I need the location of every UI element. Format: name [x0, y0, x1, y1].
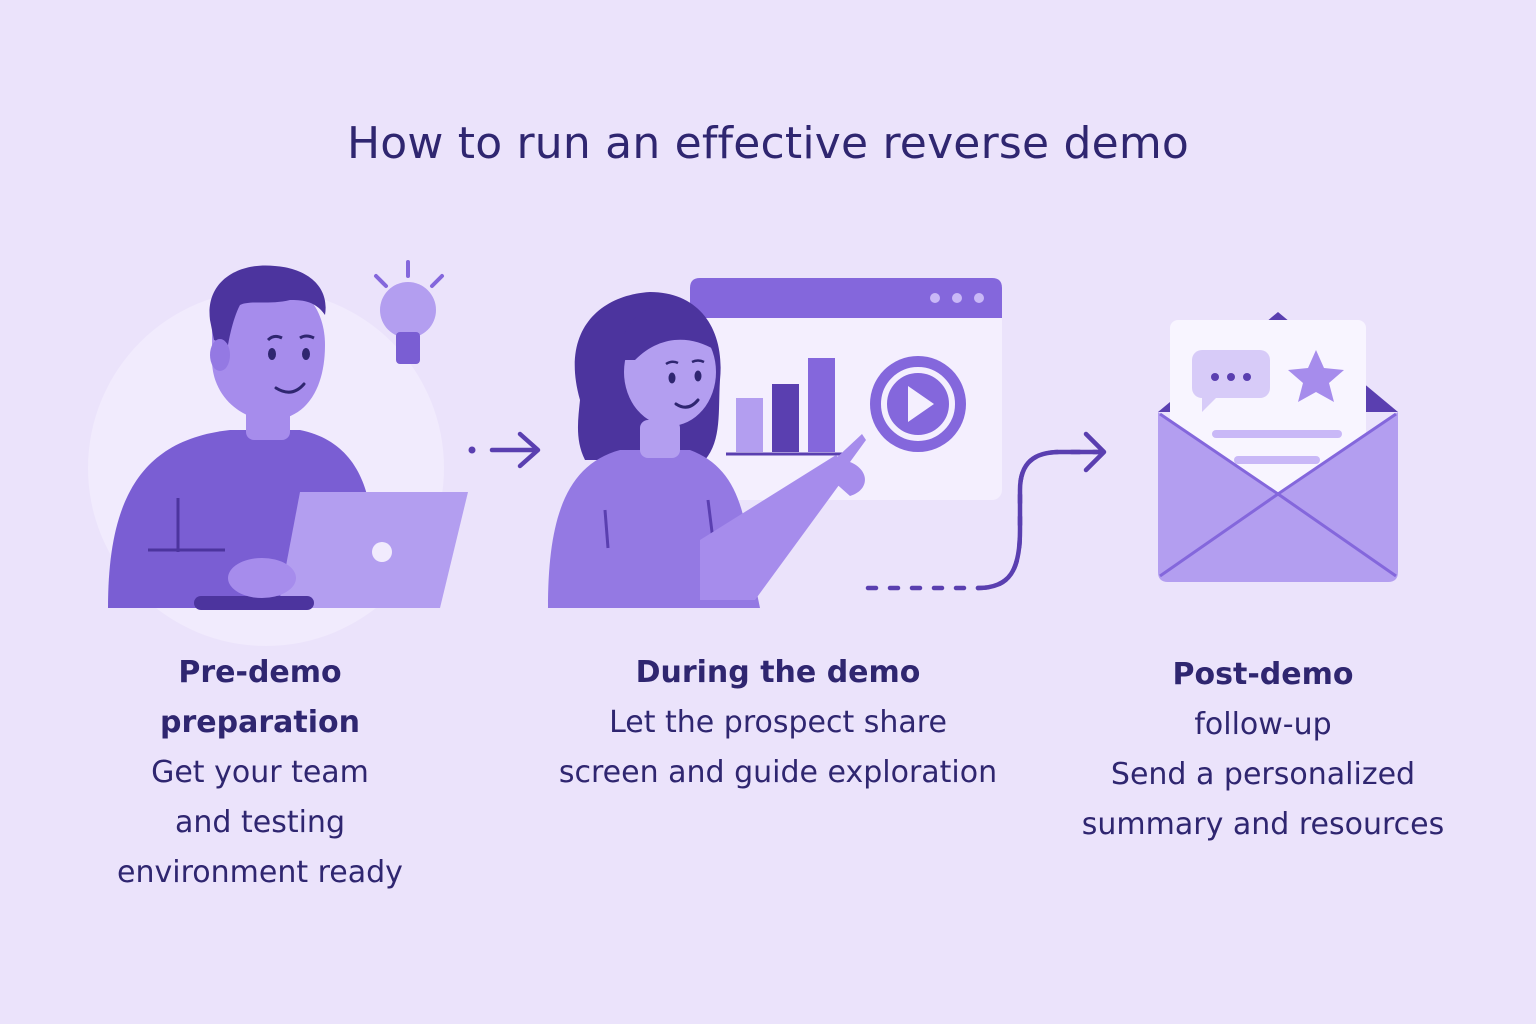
- step-description: Let the prospect share: [609, 705, 947, 740]
- step-heading: preparation: [160, 705, 360, 740]
- arrow-right-icon: [468, 431, 541, 469]
- step-description: and testing: [175, 805, 345, 840]
- step-description: Get your team: [151, 755, 369, 790]
- step-pre-demo: Pre-demo preparation Get your team and t…: [70, 648, 450, 898]
- step-description: environment ready: [117, 855, 403, 890]
- step-description: Send a personalized: [1110, 757, 1416, 792]
- step-heading: Pre-demo: [178, 655, 342, 690]
- step-heading: Post-demo: [1172, 657, 1354, 692]
- lightbulb-icon: [374, 260, 444, 364]
- step-during-demo: During the demo Let the prospect share s…: [488, 648, 1068, 798]
- step-heading: During the demo: [635, 655, 921, 690]
- step-post-demo: Post-demo follow-up Send a personalized …: [1040, 650, 1486, 850]
- step-description: summary and resources: [1081, 807, 1445, 842]
- curved-arrow-icon: [865, 431, 1107, 591]
- page-title: How to run an effective reverse demo: [346, 118, 1190, 169]
- envelope-letter-icon: [1158, 312, 1398, 582]
- person-presenting-screen-icon: [548, 278, 1002, 608]
- step-heading: follow-up: [1194, 707, 1332, 742]
- step-description: screen and guide exploration: [558, 755, 998, 790]
- person-laptop-icon: [88, 260, 468, 646]
